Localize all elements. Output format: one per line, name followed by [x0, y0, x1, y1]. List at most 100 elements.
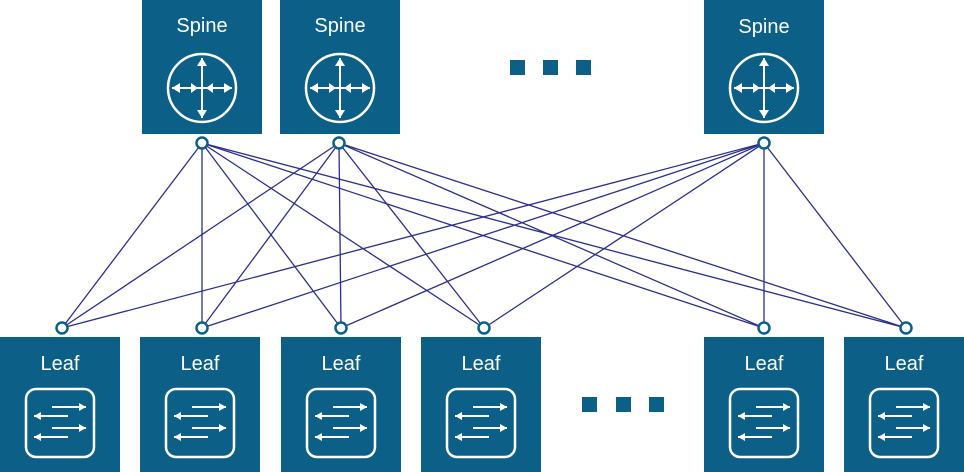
- router-arrow-outer: [759, 58, 769, 66]
- spine-leaf-link: [61, 142, 340, 329]
- spine-label: Spine: [176, 15, 227, 37]
- ellipsis-dot: [576, 60, 591, 75]
- spine-leaf-link: [201, 142, 765, 329]
- ellipsis-icon: [582, 397, 664, 412]
- leaf-port: [477, 321, 491, 335]
- leaf-label: Leaf: [885, 353, 924, 375]
- switch-icon: [305, 387, 377, 459]
- router-arrow-outer: [335, 110, 345, 118]
- leaf-port: [757, 321, 771, 335]
- leaf-port: [195, 321, 209, 335]
- switch-arrow-head: [34, 412, 41, 420]
- leaf-label: Leaf: [41, 353, 80, 375]
- router-icon: [166, 52, 238, 124]
- leaf-box: [844, 337, 964, 472]
- switch-arrow-head: [923, 424, 930, 432]
- switch-arrow-head: [174, 433, 181, 441]
- router-arrow-outer: [197, 110, 207, 118]
- switch-arrow-head: [738, 412, 745, 420]
- switch-frame: [164, 387, 236, 459]
- router-arrow-outer: [734, 83, 742, 93]
- leaf-label: Leaf: [181, 353, 220, 375]
- leaf-node-4: Leaf: [421, 337, 541, 472]
- spine-leaf-link: [61, 142, 203, 329]
- leaf-box: [140, 337, 260, 472]
- leaf-node-1: Leaf: [0, 337, 120, 472]
- leaf-box: [421, 337, 541, 472]
- switch-arrow-head: [79, 403, 86, 411]
- router-arrow-inner: [329, 83, 336, 93]
- router-ring: [304, 52, 376, 124]
- ellipsis-dot: [649, 397, 664, 412]
- router-arrow-outer: [335, 58, 345, 66]
- spine-port: [757, 136, 771, 150]
- leaf-box: [704, 337, 824, 472]
- ellipsis-dot: [582, 397, 597, 412]
- switch-frame: [24, 387, 96, 459]
- leaf-label: Leaf: [745, 353, 784, 375]
- leaf-node-5: Leaf: [704, 337, 824, 472]
- switch-icon: [728, 387, 800, 459]
- switch-arrow-head: [783, 424, 790, 432]
- leaf-label: Leaf: [322, 353, 361, 375]
- router-arrow-outer: [197, 58, 207, 66]
- switch-arrow-head: [315, 433, 322, 441]
- spine-label: Spine: [314, 15, 365, 37]
- switch-icon: [445, 387, 517, 459]
- leaf-port: [55, 321, 69, 335]
- switch-arrow-head: [174, 412, 181, 420]
- switch-arrow-head: [79, 424, 86, 432]
- spine-port: [195, 136, 209, 150]
- leaf-box: [0, 337, 120, 472]
- spine-leaf-link: [338, 142, 342, 329]
- switch-icon: [868, 387, 940, 459]
- spine-node-2: Spine: [280, 0, 400, 134]
- switch-arrow-head: [878, 433, 885, 441]
- spine-leaf-link: [61, 142, 765, 329]
- spine-node-3: Spine: [704, 0, 824, 134]
- router-arrow-outer: [786, 83, 794, 93]
- ellipsis-dot: [616, 397, 631, 412]
- router-ring: [166, 52, 238, 124]
- spine-node-1: Spine: [142, 0, 262, 134]
- router-arrow-inner: [206, 83, 213, 93]
- leaf-node-3: Leaf: [281, 337, 401, 472]
- router-icon: [304, 52, 376, 124]
- spine-leaf-link: [483, 142, 765, 329]
- ellipsis-dot: [510, 60, 525, 75]
- switch-frame: [868, 387, 940, 459]
- switch-frame: [305, 387, 377, 459]
- router-arrow-outer: [172, 83, 180, 93]
- switch-arrow-head: [315, 412, 322, 420]
- router-arrow-outer: [362, 83, 370, 93]
- spine-leaf-link: [763, 142, 907, 329]
- switch-arrow-head: [219, 424, 226, 432]
- spine-leaf-link: [338, 142, 907, 329]
- ports-layer: [55, 136, 913, 335]
- router-arrow-inner: [191, 83, 198, 93]
- links-layer: [61, 142, 907, 329]
- router-arrow-inner: [344, 83, 351, 93]
- leaf-node-2: Leaf: [140, 337, 260, 472]
- switch-arrow-head: [455, 412, 462, 420]
- router-arrow-outer: [224, 83, 232, 93]
- router-arrow-inner: [753, 83, 760, 93]
- ellipsis-icon: [510, 60, 591, 75]
- switch-frame: [728, 387, 800, 459]
- switch-arrow-head: [219, 403, 226, 411]
- spine-label: Spine: [738, 16, 789, 38]
- router-arrow-inner: [768, 83, 775, 93]
- leaf-node-6: Leaf: [844, 337, 964, 472]
- spine-leaf-link: [201, 142, 342, 329]
- switch-arrow-head: [34, 433, 41, 441]
- switch-arrow-head: [360, 403, 367, 411]
- ellipsis-dot: [543, 60, 558, 75]
- spine-leaf-link: [201, 142, 485, 329]
- switch-arrow-head: [500, 403, 507, 411]
- leaf-box: [281, 337, 401, 472]
- switch-arrow-head: [500, 424, 507, 432]
- switch-arrow-head: [923, 403, 930, 411]
- leaf-label: Leaf: [462, 353, 501, 375]
- router-arrow-outer: [310, 83, 318, 93]
